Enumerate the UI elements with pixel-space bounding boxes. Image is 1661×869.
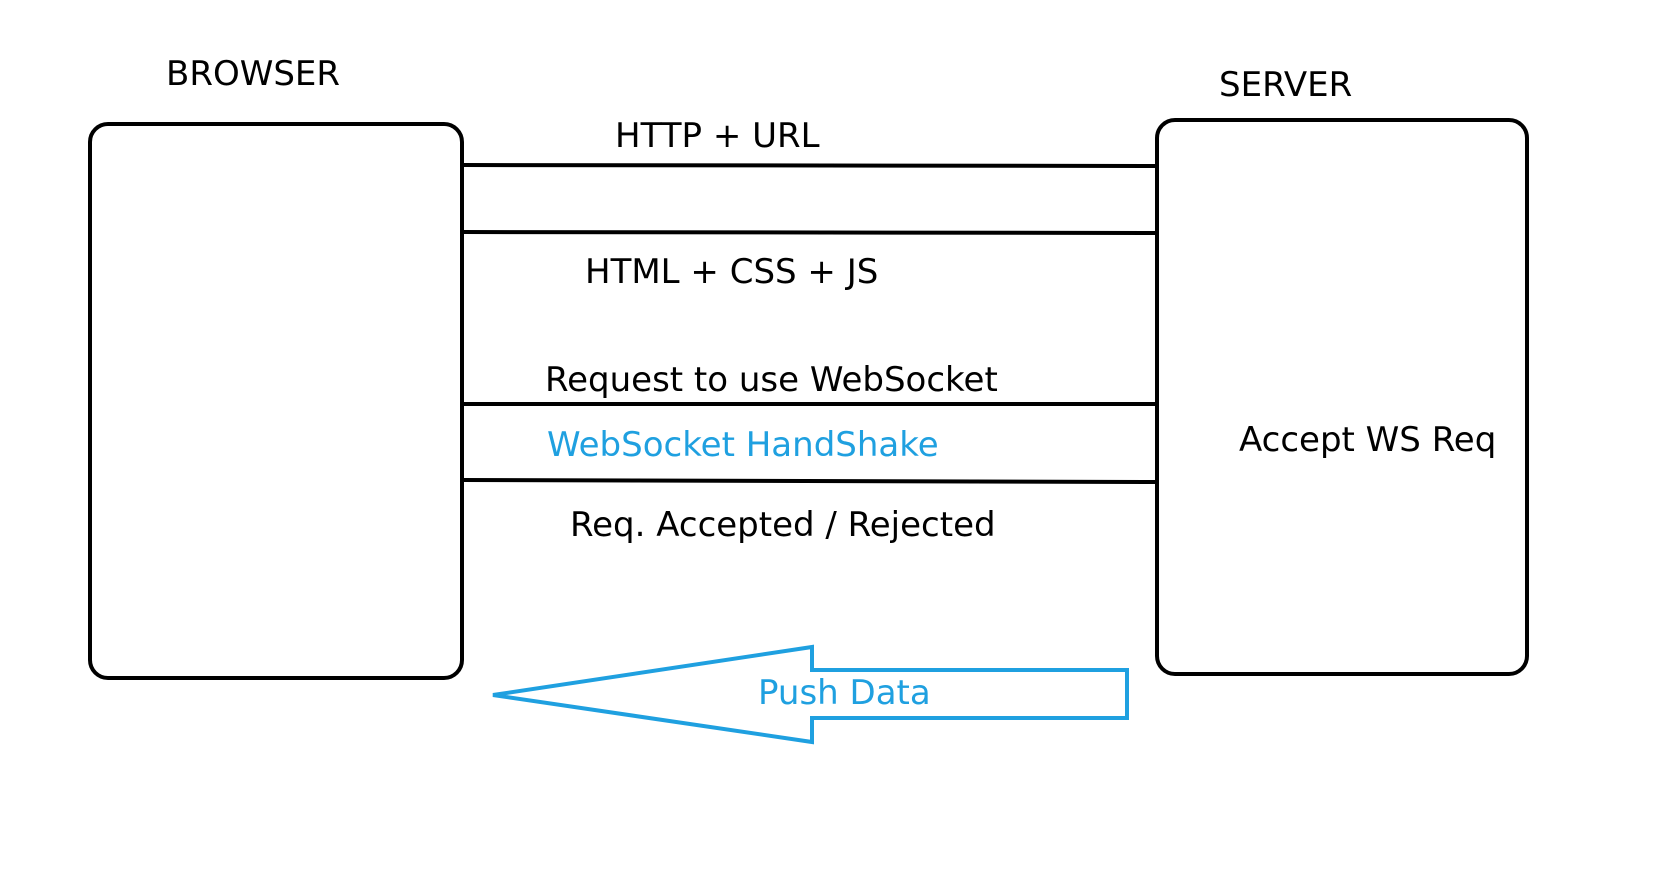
ws-response-label: Req. Accepted / Rejected <box>570 505 996 545</box>
push-data-arrow <box>492 644 1129 745</box>
http-response-label: HTML + CSS + JS <box>585 252 879 292</box>
ws-response-line <box>462 478 1158 484</box>
server-note: Accept WS Req <box>1239 420 1497 460</box>
http-request-label: HTTP + URL <box>615 116 820 156</box>
browser-box <box>88 122 464 680</box>
browser-label: BROWSER <box>166 54 341 94</box>
push-data-label: Push Data <box>758 673 931 713</box>
ws-handshake-label: WebSocket HandShake <box>547 425 939 465</box>
ws-request-label: Request to use WebSocket <box>545 360 998 400</box>
server-label: SERVER <box>1219 65 1353 105</box>
http-response-line <box>462 230 1158 235</box>
http-request-line <box>462 163 1158 168</box>
server-box <box>1155 118 1529 676</box>
